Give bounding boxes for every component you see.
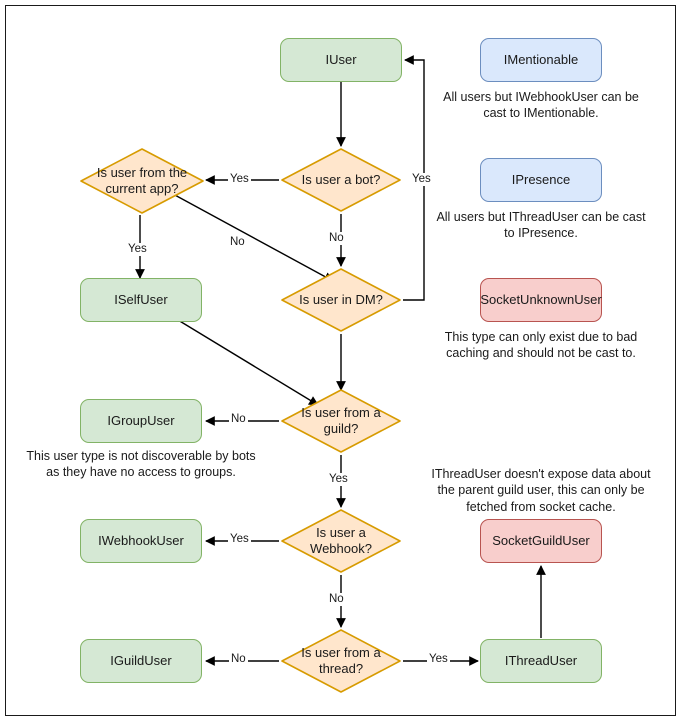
caption-socketunknownuser: This type can only exist due to bad cach… (444, 330, 638, 361)
node-igroupuser-label: IGroupUser (107, 412, 175, 428)
node-socketunknownuser[interactable]: SocketUnknownUser (480, 278, 602, 322)
edge-label-bot-no: No (327, 232, 346, 245)
decision-is-user-from-current-app-label: Is user from the current app? (96, 164, 188, 196)
decision-is-user-a-bot[interactable]: Is user a bot? (279, 146, 403, 214)
diamond-shape (281, 148, 401, 212)
node-iwebhookuser-label: IWebhookUser (98, 532, 184, 548)
node-iguilduser-label: IGuildUser (110, 652, 172, 668)
decision-is-user-from-guild[interactable]: Is user from a guild? (279, 387, 403, 455)
diamond-shape (281, 389, 401, 453)
decision-is-user-a-bot-label: Is user a bot? (301, 171, 381, 187)
diamond-shape (281, 268, 401, 332)
diamond-shape (281, 629, 401, 693)
edge-label-app-yes: Yes (126, 243, 149, 256)
node-socketguilduser[interactable]: SocketGuildUser (480, 519, 602, 563)
node-iguilduser[interactable]: IGuildUser (80, 639, 202, 683)
edge-label-thread-no: No (229, 653, 248, 666)
caption-imentionable: All users but IWebhookUser can be cast t… (443, 90, 639, 121)
caption-igroupuser: This user type is not discoverable by bo… (26, 449, 256, 480)
edge-label-guild-yes: Yes (327, 473, 350, 486)
diamond-shape (281, 509, 401, 573)
node-iwebhookuser[interactable]: IWebhookUser (80, 519, 202, 563)
node-igroupuser[interactable]: IGroupUser (80, 399, 202, 443)
node-ipresence[interactable]: IPresence (480, 158, 602, 202)
edge-label-webhook-yes: Yes (228, 533, 251, 546)
edge-label-app-no: No (228, 236, 247, 249)
decision-is-user-in-dm[interactable]: Is user in DM? (279, 266, 403, 334)
caption-socketguilduser: IThreadUser doesn't expose data about th… (431, 467, 651, 514)
decision-is-user-a-webhook-label: Is user a Webhook? (310, 524, 372, 556)
edge-label-bot-yes: Yes (228, 173, 251, 186)
diamond-shape (80, 148, 204, 214)
node-iselfuser[interactable]: ISelfUser (80, 278, 202, 322)
decision-is-user-from-current-app[interactable]: Is user from the current app? (78, 146, 206, 216)
node-ithreaduser[interactable]: IThreadUser (480, 639, 602, 683)
node-ithreaduser-label: IThreadUser (504, 652, 578, 668)
node-iuser[interactable]: IUser (280, 38, 402, 82)
edge-label-guild-no: No (229, 413, 248, 426)
node-socketunknownuser-label: SocketUnknownUser (480, 291, 602, 307)
decision-is-user-a-webhook[interactable]: Is user a Webhook? (279, 507, 403, 575)
node-ipresence-label: IPresence (511, 171, 571, 187)
node-imentionable[interactable]: IMentionable (480, 38, 602, 82)
node-iselfuser-label: ISelfUser (114, 291, 168, 307)
node-imentionable-label: IMentionable (503, 51, 579, 67)
node-socketguilduser-label: SocketGuildUser (492, 532, 590, 548)
edge-label-webhook-no: No (327, 593, 346, 606)
decision-is-user-from-thread[interactable]: Is user from a thread? (279, 627, 403, 695)
decision-is-user-from-thread-label: Is user from a thread? (301, 644, 381, 676)
edge-label-dm-yes-loop: Yes (410, 173, 433, 186)
caption-ipresence: All users but IThreadUser can be cast to… (436, 210, 646, 241)
decision-is-user-from-guild-label: Is user from a guild? (301, 404, 381, 436)
edge-label-thread-yes: Yes (427, 653, 450, 666)
node-iuser-label: IUser (325, 51, 357, 67)
decision-is-user-in-dm-label: Is user in DM? (299, 291, 383, 307)
